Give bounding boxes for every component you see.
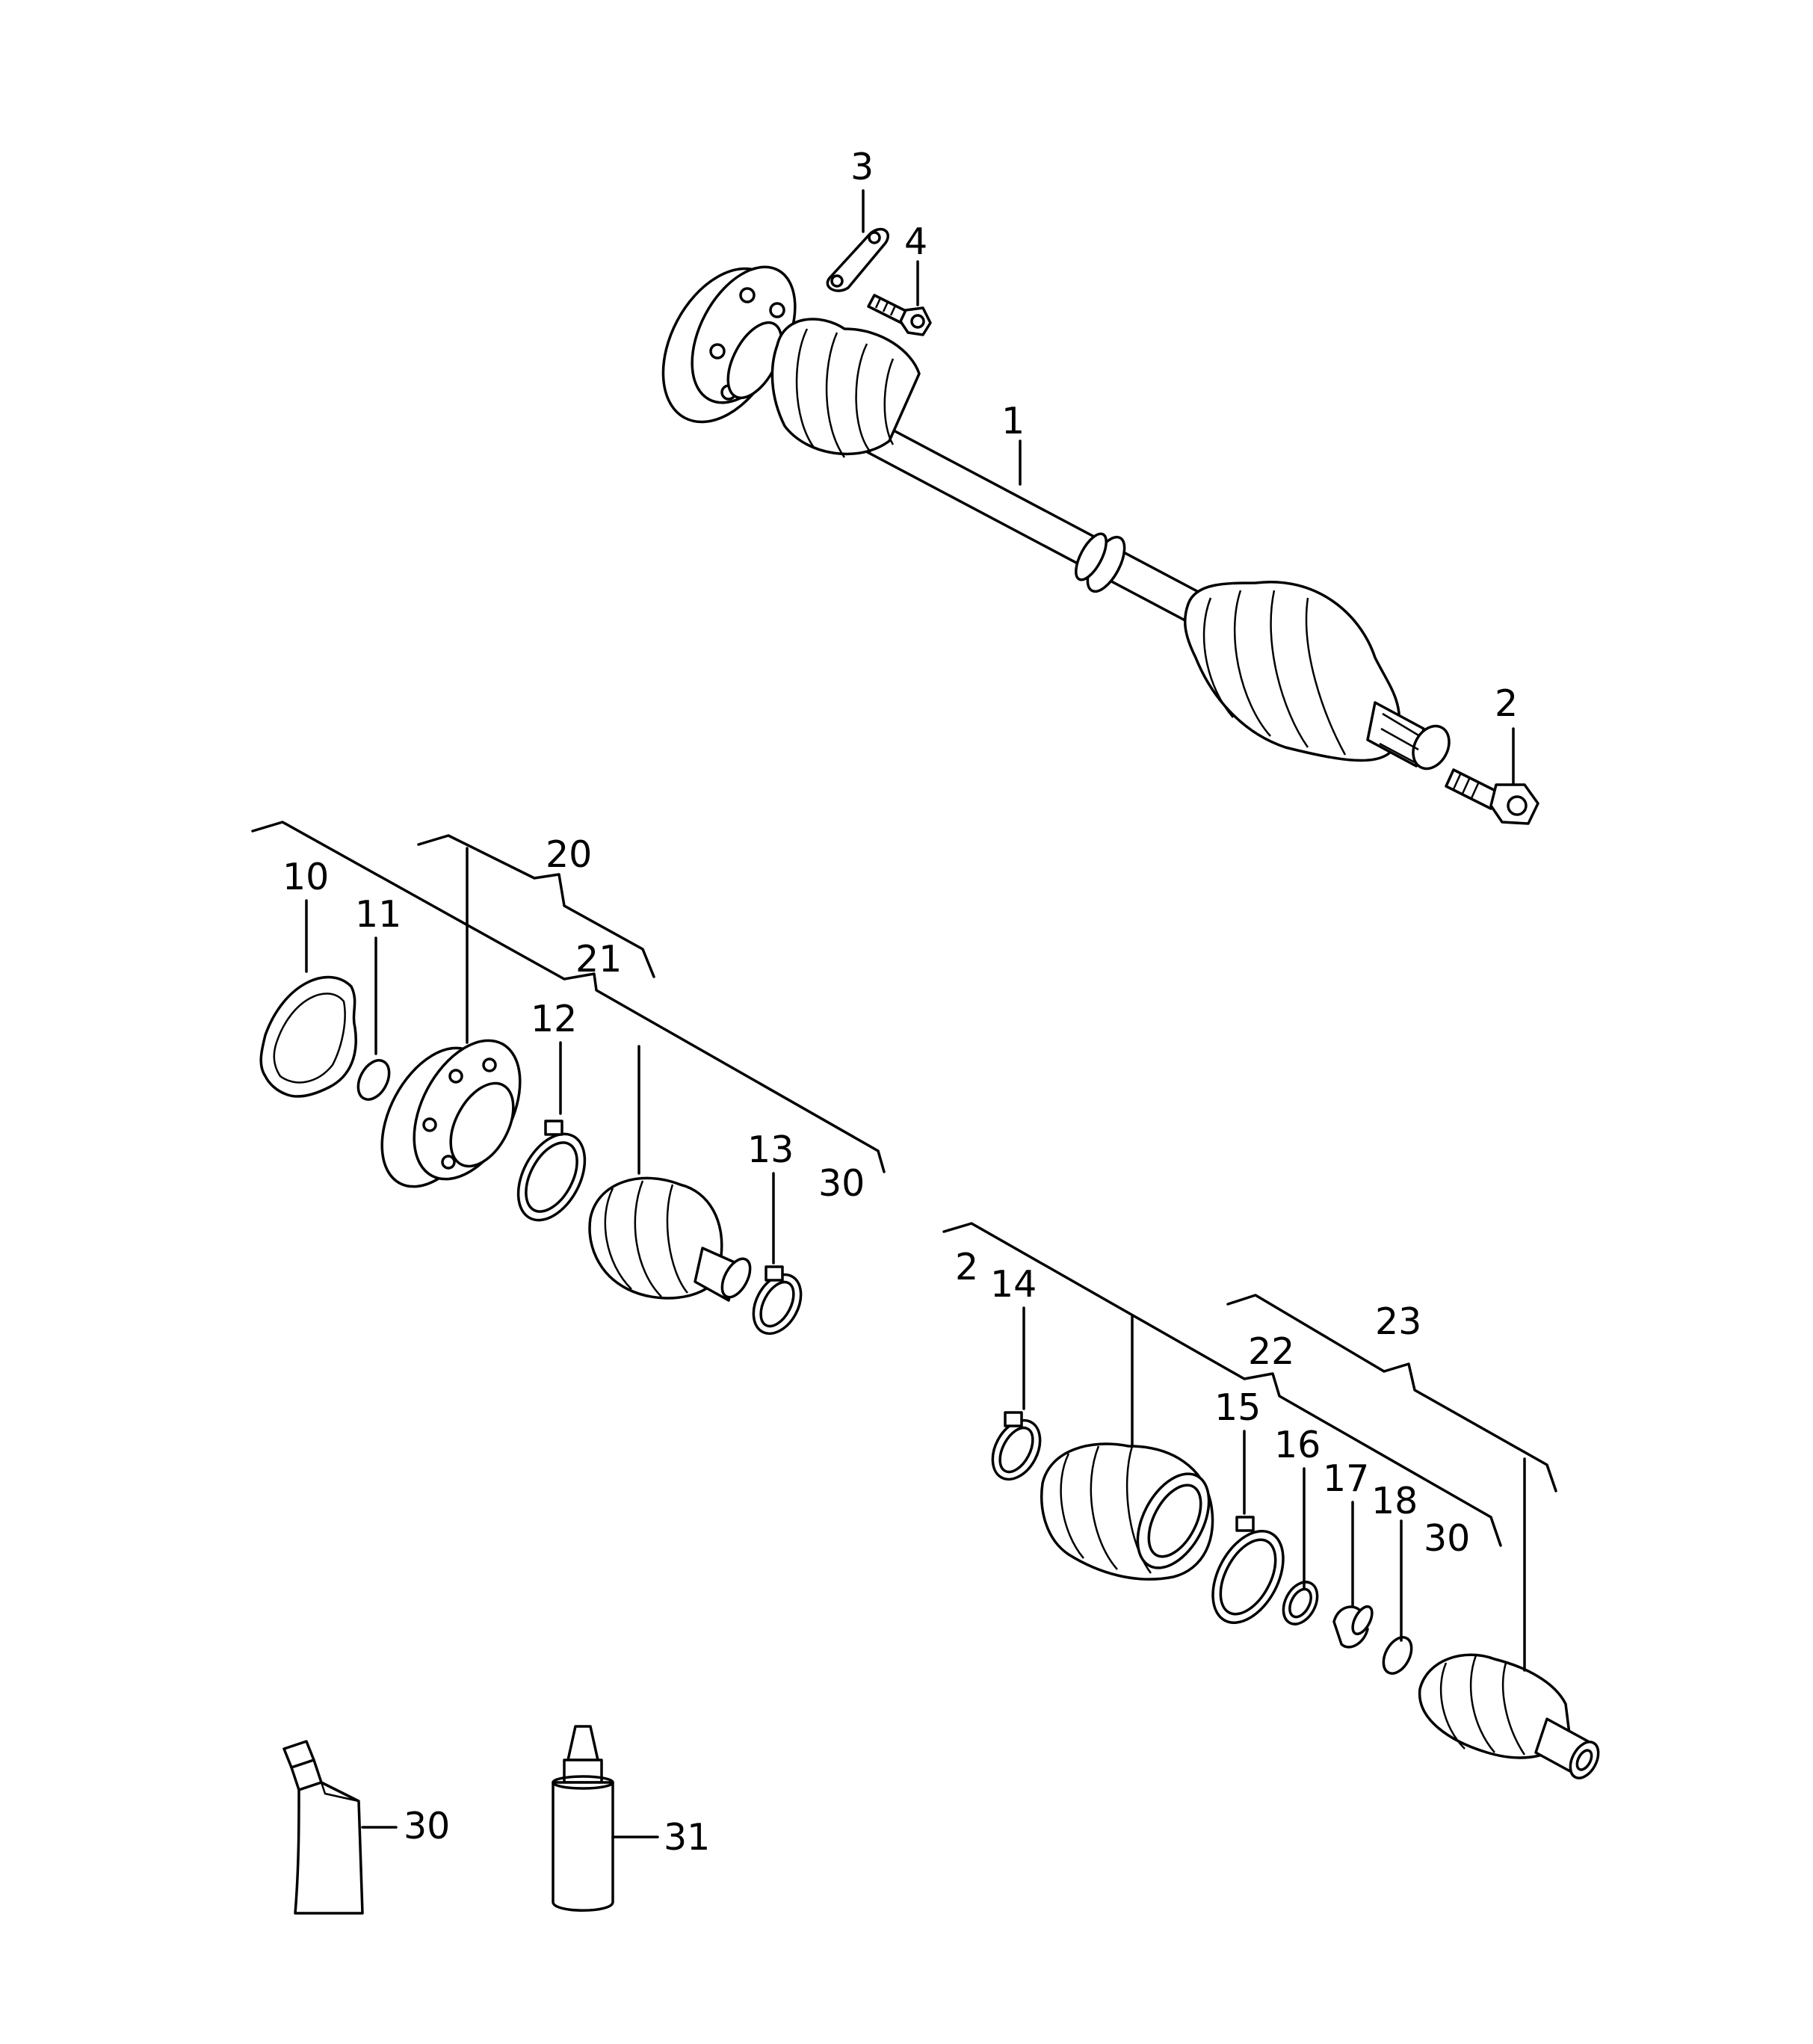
spacer-ring-part-16 <box>1282 1581 1319 1625</box>
callout-30-left: 30 <box>818 1162 865 1205</box>
boot-part-21 <box>588 1176 752 1302</box>
callout-30-tube: 30 <box>404 1805 450 1847</box>
sealant-bottle-part-31 <box>552 1725 614 1912</box>
callout-14: 14 <box>990 1263 1037 1306</box>
callout-2-top: 2 <box>1495 682 1518 725</box>
circlip-part-18 <box>1382 1636 1413 1675</box>
leader-lines <box>251 189 1557 1838</box>
callout-13: 13 <box>747 1128 794 1171</box>
callout-10: 10 <box>282 856 329 898</box>
callout-16: 16 <box>1274 1424 1321 1466</box>
outer-cv-joint <box>1183 581 1451 771</box>
callout-22: 22 <box>1248 1330 1294 1373</box>
callout-18: 18 <box>1371 1480 1418 1522</box>
cv-joint-part-23 <box>1418 1653 1600 1779</box>
callout-30-right: 30 <box>1424 1517 1470 1560</box>
callout-15: 15 <box>1214 1386 1261 1429</box>
lock-plate-part-3 <box>826 228 889 292</box>
grease-tube-part-30 <box>282 1740 364 1915</box>
gasket-part-10 <box>259 975 357 1098</box>
inner-cv-joint-flange <box>661 265 797 424</box>
callout-2-right: 2 <box>955 1246 978 1288</box>
drive-shaft-assembly <box>661 228 1539 825</box>
clamp-part-14 <box>991 1411 1042 1481</box>
shaft-bar <box>862 421 1208 626</box>
outer-joint-kit <box>991 1411 1600 1779</box>
cv-joint-flange-part-20 <box>380 1039 522 1188</box>
callout-labels: 1 2 3 4 10 11 20 21 12 13 30 2 14 22 23 … <box>282 146 1518 1859</box>
callout-4: 4 <box>904 220 927 263</box>
callout-3: 3 <box>850 146 874 188</box>
callout-21: 21 <box>575 938 622 981</box>
bolt-part-4 <box>867 294 932 336</box>
circlip-part-11 <box>356 1059 391 1101</box>
clamp-part-13 <box>752 1265 803 1336</box>
clamp-part-15 <box>1211 1516 1285 1624</box>
callout-23: 23 <box>1375 1300 1421 1343</box>
callout-1: 1 <box>1001 400 1025 442</box>
bolt-part-2-top <box>1445 768 1539 825</box>
callout-17: 17 <box>1323 1457 1369 1500</box>
boot-part-22 <box>1040 1442 1214 1581</box>
thrust-washer-part-17 <box>1332 1605 1374 1649</box>
callout-31-bottle: 31 <box>664 1816 710 1859</box>
clamp-part-12 <box>516 1120 587 1222</box>
callout-11: 11 <box>355 893 401 936</box>
callout-12: 12 <box>531 998 577 1040</box>
inner-boot <box>770 318 921 458</box>
inner-joint-kit <box>259 975 803 1336</box>
callout-20: 20 <box>546 833 592 876</box>
